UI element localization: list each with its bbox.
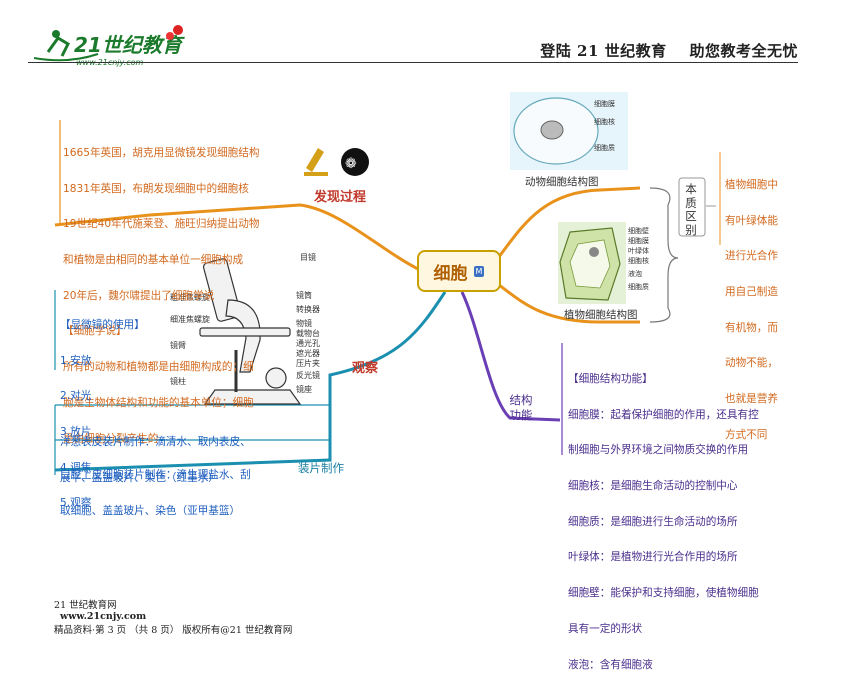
- microscope-part-label: 转换器: [296, 304, 320, 314]
- microscope-use-note: 【显微镜的使用】 1.安放 2.对光 3.放片 4.调焦 5.观察: [60, 296, 145, 522]
- branch-label-discovery[interactable]: 发现过程: [314, 190, 367, 205]
- central-topic-node[interactable]: 细胞 M: [417, 250, 501, 292]
- note-line: 4.调焦: [60, 461, 92, 474]
- note-line: 口腔上皮细胞装片制作：滴生理盐水、刮: [60, 468, 251, 481]
- note-line: 洋葱表皮装片制作：滴清水、取内表皮、: [60, 435, 251, 448]
- plant-cell-part-label: 叶绿体: [628, 246, 649, 255]
- plant-cell-diagram: [558, 222, 626, 304]
- plant-cell-part-label: 细胞壁: [628, 226, 649, 235]
- note-line: 细胞膜：起着保护细胞的作用，还具有控: [568, 408, 759, 421]
- note-line: 胞是生物体结构和功能的基本单位；细胞: [63, 396, 254, 409]
- page-footer: 21 世纪教育网 www.21cnjy.com 精品资料·第 3 页 （共 8 …: [48, 586, 292, 636]
- animal-cell-part-label: 细胞膜: [594, 99, 615, 108]
- footer-left-text: 21 世纪教育网: [54, 600, 117, 611]
- animal-cell-part-label: 细胞核: [594, 117, 615, 126]
- header-slogan: 登陆 21 世纪教育 助您教考全无忧: [540, 42, 798, 60]
- microscope-part-label: 目镜: [300, 252, 316, 262]
- microscope-part-label: 镜臂: [170, 340, 186, 350]
- plant-cell-part-label: 液泡: [628, 269, 642, 278]
- microscope-part-label: 粗准焦螺旋: [170, 292, 210, 302]
- note-line: 制细胞与外界环境之间物质交换的作用: [568, 444, 749, 457]
- branch-label-structure-function[interactable]: 结构功能: [509, 393, 533, 422]
- svg-text:❁: ❁: [345, 156, 357, 172]
- microscope-part-label: 反光镜: [296, 370, 320, 380]
- note-line: 植物细胞中: [725, 178, 778, 191]
- footer-right-text: 精品资料·第 3 页 （共 8 页） 版权所有@21 世纪教育网: [54, 625, 293, 636]
- microscope-part-label: 镜筒: [296, 290, 312, 300]
- note-line: 具有一定的形状: [568, 622, 643, 635]
- structure-branch-line: [460, 291, 561, 422]
- note-line: 【细胞学说】: [63, 325, 127, 338]
- animal-cell-part-label: 细胞质: [594, 143, 615, 152]
- branch-label-observe[interactable]: 观察: [352, 361, 379, 376]
- note-line: 液泡：含有细胞液: [568, 658, 653, 671]
- mindmap-badge-icon: M: [473, 265, 485, 277]
- note-line: 所有的动物和植物都是由细胞构成的；细: [63, 361, 254, 374]
- branch-label-essential-difference[interactable]: 本质区别: [685, 182, 697, 237]
- note-line: 1831年英国，布朗发现细胞中的细胞核: [63, 182, 249, 195]
- microscope-part-label: 镜座: [296, 384, 312, 394]
- note-line: 也就是营养: [725, 393, 778, 406]
- note-line: 用自己制造: [725, 285, 778, 298]
- microscope-diagram: [199, 258, 302, 405]
- note-line: 细胞质：是细胞进行生命活动的场所: [568, 515, 738, 528]
- discovery-note: 1665年英国，胡克用显微镜发现细胞结构 1831年英国，布朗发现细胞中的细胞核…: [63, 124, 259, 457]
- animal-cell-diagram: [510, 92, 628, 170]
- microscope-part-label: 镜柱: [170, 376, 186, 386]
- central-topic-title: 细胞: [433, 263, 468, 284]
- branch-label-slide-making[interactable]: 装片制作: [298, 461, 344, 475]
- footer-site-link[interactable]: www.21cnjy.com: [60, 611, 147, 622]
- plant-cell-caption: 植物细胞结构图: [564, 309, 638, 321]
- note-line: 2.对光: [60, 390, 92, 403]
- note-line: 细胞核：是细胞生命活动的控制中心: [568, 479, 738, 492]
- note-line: 19世纪40年代施莱登、施旺归纳提出动物: [63, 218, 260, 231]
- note-line: 有叶绿体能: [725, 214, 778, 227]
- cheek-slide-note: 口腔上皮细胞装片制作：滴生理盐水、刮 取细胞、盖盖玻片、染色（亚甲基篮）: [60, 446, 251, 529]
- microscope-part-label: 物镜: [296, 318, 312, 328]
- essential-difference-note: 植物细胞中 有叶绿体能 进行光合作 用自己制造 有机物，而 动物不能， 也就是营…: [725, 156, 778, 454]
- note-line: 动物不能，: [725, 357, 778, 370]
- plant-branch-line: [494, 280, 640, 324]
- microscope-small-icon: [304, 148, 328, 176]
- cell-photo-icon: [341, 148, 369, 176]
- note-line: 3.放片: [60, 425, 92, 438]
- plant-cell-part-label: 细胞膜: [628, 236, 649, 245]
- microscope-part-label: 细准焦螺旋: [170, 314, 210, 324]
- note-line: 1665年英国，胡克用显微镜发现细胞结构: [63, 146, 260, 159]
- animal-cell-caption: 动物细胞结构图: [525, 176, 599, 188]
- note-line: 1.安放: [60, 354, 92, 367]
- microscope-part-label: 遮光器: [296, 348, 320, 358]
- note-line: 展平、盖盖玻片、染色（红墨水）: [60, 471, 219, 484]
- onion-slide-note: 洋葱表皮装片制作：滴清水、取内表皮、 展平、盖盖玻片、染色（红墨水）: [60, 413, 251, 496]
- note-line: 细胞壁：能保护和支持细胞，使植物细胞: [568, 587, 759, 600]
- mind-map-canvas: ❁ 目镜 粗准焦螺旋 细准焦螺旋 镜臂 镜柱 镜筒 转换器 物镜 载物台 通光孔…: [54, 92, 721, 475]
- note-line: 取细胞、盖盖玻片、染色（亚甲基篮）: [60, 504, 241, 517]
- essential-diff-box: [678, 177, 706, 237]
- observe-branch-line: [54, 291, 447, 472]
- note-line: 【细胞结构功能】: [568, 372, 653, 385]
- header-divider: [28, 62, 798, 63]
- note-line: 有机物，而: [725, 321, 778, 334]
- microscope-part-label: 通光孔: [296, 338, 320, 348]
- note-line: 20年后，魏尔啸提出了细胞学说: [63, 289, 215, 302]
- note-line: 和植物是由相同的基本单位一细胞构成: [63, 253, 244, 266]
- note-line: 5.观察: [60, 497, 92, 510]
- note-line: 叶绿体：是植物进行光合作用的场所: [568, 551, 738, 564]
- microscope-part-label: 载物台: [296, 328, 320, 338]
- discovery-branch-line: [54, 203, 421, 272]
- note-line: 方式不同: [725, 428, 768, 441]
- note-line: 是由细胞分裂产生的: [63, 432, 159, 445]
- microscope-part-label: 压片夹: [296, 358, 320, 368]
- note-line: 进行光合作: [725, 250, 778, 263]
- note-line: 【显微镜的使用】: [60, 318, 145, 331]
- plant-cell-part-label: 细胞核: [628, 256, 649, 265]
- comparison-brace: [649, 187, 679, 323]
- animal-branch-line: [493, 186, 641, 263]
- plant-cell-part-label: 细胞质: [628, 282, 649, 291]
